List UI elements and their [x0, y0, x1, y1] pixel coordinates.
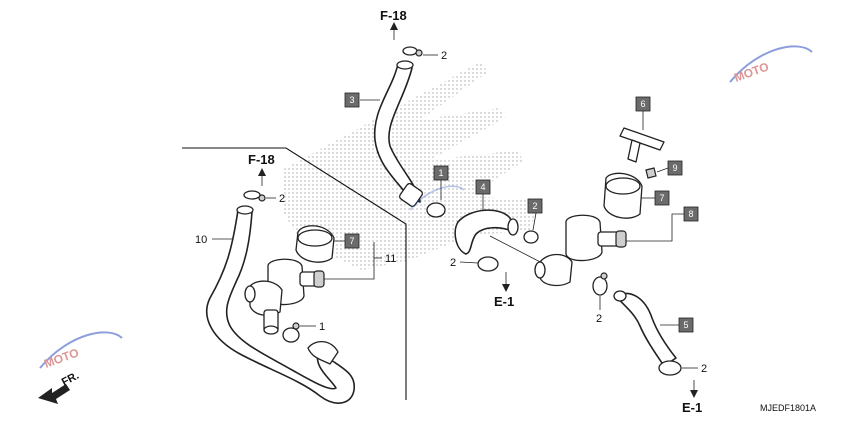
- box-9-label: 9: [672, 163, 677, 173]
- box-7-right: [654, 190, 670, 206]
- valve-8-body: [565, 214, 603, 262]
- clip-left-pin: [258, 194, 266, 202]
- line-to-valve: [489, 235, 549, 267]
- bracket-6-tab: [627, 139, 641, 163]
- box-7-right-label: 7: [659, 193, 664, 203]
- watermark-logo: MOTO: [39, 331, 123, 371]
- callout-2-mid: 2: [596, 313, 602, 325]
- hose-5-top-end: [613, 290, 627, 302]
- clip-1-top: [426, 202, 446, 218]
- box-4: [475, 179, 491, 195]
- hose-5: [615, 292, 677, 367]
- mount-7-left-top: [297, 229, 333, 247]
- mount-7-right-top: [605, 177, 641, 195]
- hose-4: [454, 209, 516, 255]
- hose-10: [205, 209, 356, 404]
- arrow-head-left: [258, 168, 266, 176]
- box-3: [344, 92, 360, 108]
- box-2: [527, 198, 543, 214]
- box-8-label: 8: [688, 209, 693, 219]
- diagram-code: MJEDF1801A: [760, 403, 816, 413]
- hose-4-end: [507, 218, 519, 236]
- ref-f18-left: F-18: [248, 152, 275, 167]
- lead-9: [656, 167, 669, 173]
- lead-2-center: [459, 261, 479, 264]
- box-1-label: 1: [438, 168, 443, 178]
- svg-text:MOTO: MOTO: [42, 345, 80, 370]
- valve-8-outlet-end: [534, 261, 546, 279]
- hose-3-top-end: [396, 60, 414, 70]
- frame-line: [182, 147, 407, 400]
- front-arrow: FR.: [38, 370, 81, 404]
- lead-8: [626, 213, 684, 242]
- valve-11-cap: [313, 270, 325, 288]
- callout-1-left: 1: [319, 321, 325, 333]
- valve-8-outlet: [539, 253, 573, 287]
- valve-11-outlet-end: [244, 285, 256, 303]
- callout-2-bottom: 2: [701, 363, 707, 375]
- hose-10-top-end: [236, 205, 254, 215]
- box-1: [433, 165, 449, 181]
- clip-2-mid-pin: [600, 272, 608, 280]
- clip-2-mid: [592, 276, 608, 296]
- valve-8-cap: [615, 230, 627, 248]
- lead-2-box: [532, 212, 537, 231]
- hose-3-bottom-joint: [398, 182, 424, 208]
- front-label: FR.: [60, 370, 81, 389]
- box-5-label: 5: [683, 320, 688, 330]
- screw-9: [645, 167, 657, 179]
- ref-e1-bottom: E-1: [682, 400, 702, 415]
- box-8: [683, 206, 699, 222]
- box-3-label: 3: [349, 95, 354, 105]
- box-9: [667, 160, 683, 176]
- callout-2-top: 2: [441, 50, 447, 62]
- clip-1-left-pin: [292, 322, 300, 330]
- clip-2-bottom: [658, 360, 682, 376]
- clip-2-center: [477, 256, 499, 272]
- callout-2-center: 2: [450, 257, 456, 269]
- clip-top-pin: [415, 49, 423, 57]
- watermark-logo: [409, 185, 465, 211]
- hose-10-joint: [307, 341, 339, 365]
- svg-text:MOTO: MOTO: [732, 59, 770, 84]
- lead-11: [324, 242, 375, 280]
- box-4-label: 4: [480, 182, 485, 192]
- callout-10: 10: [195, 234, 207, 246]
- clip-1-left: [282, 327, 300, 343]
- arrow-head-bottom: [690, 390, 698, 398]
- bracket-6: [619, 127, 665, 151]
- watermark-logo: MOTO: [729, 45, 813, 85]
- valve-11-pipe-end: [263, 325, 279, 335]
- valve-11-outlet: [249, 280, 283, 317]
- callout-2-left: 2: [279, 193, 285, 205]
- arrow-head-top: [390, 22, 398, 30]
- callout-11: 11: [385, 253, 396, 265]
- box-7-left-label: 7: [349, 236, 354, 246]
- box-6-label: 6: [640, 99, 645, 109]
- box-7-left: [344, 233, 360, 249]
- box-5: [678, 317, 694, 333]
- hose-3: [373, 63, 421, 203]
- ref-e1-center: E-1: [494, 294, 514, 309]
- box-6: [635, 96, 651, 112]
- ref-f18-top: F-18: [380, 8, 407, 23]
- clip-left-top: [243, 190, 261, 200]
- clip-top: [402, 46, 418, 56]
- clip-2-center-box: [523, 230, 539, 244]
- arrow-head-center: [502, 284, 510, 292]
- box-2-label: 2: [532, 201, 537, 211]
